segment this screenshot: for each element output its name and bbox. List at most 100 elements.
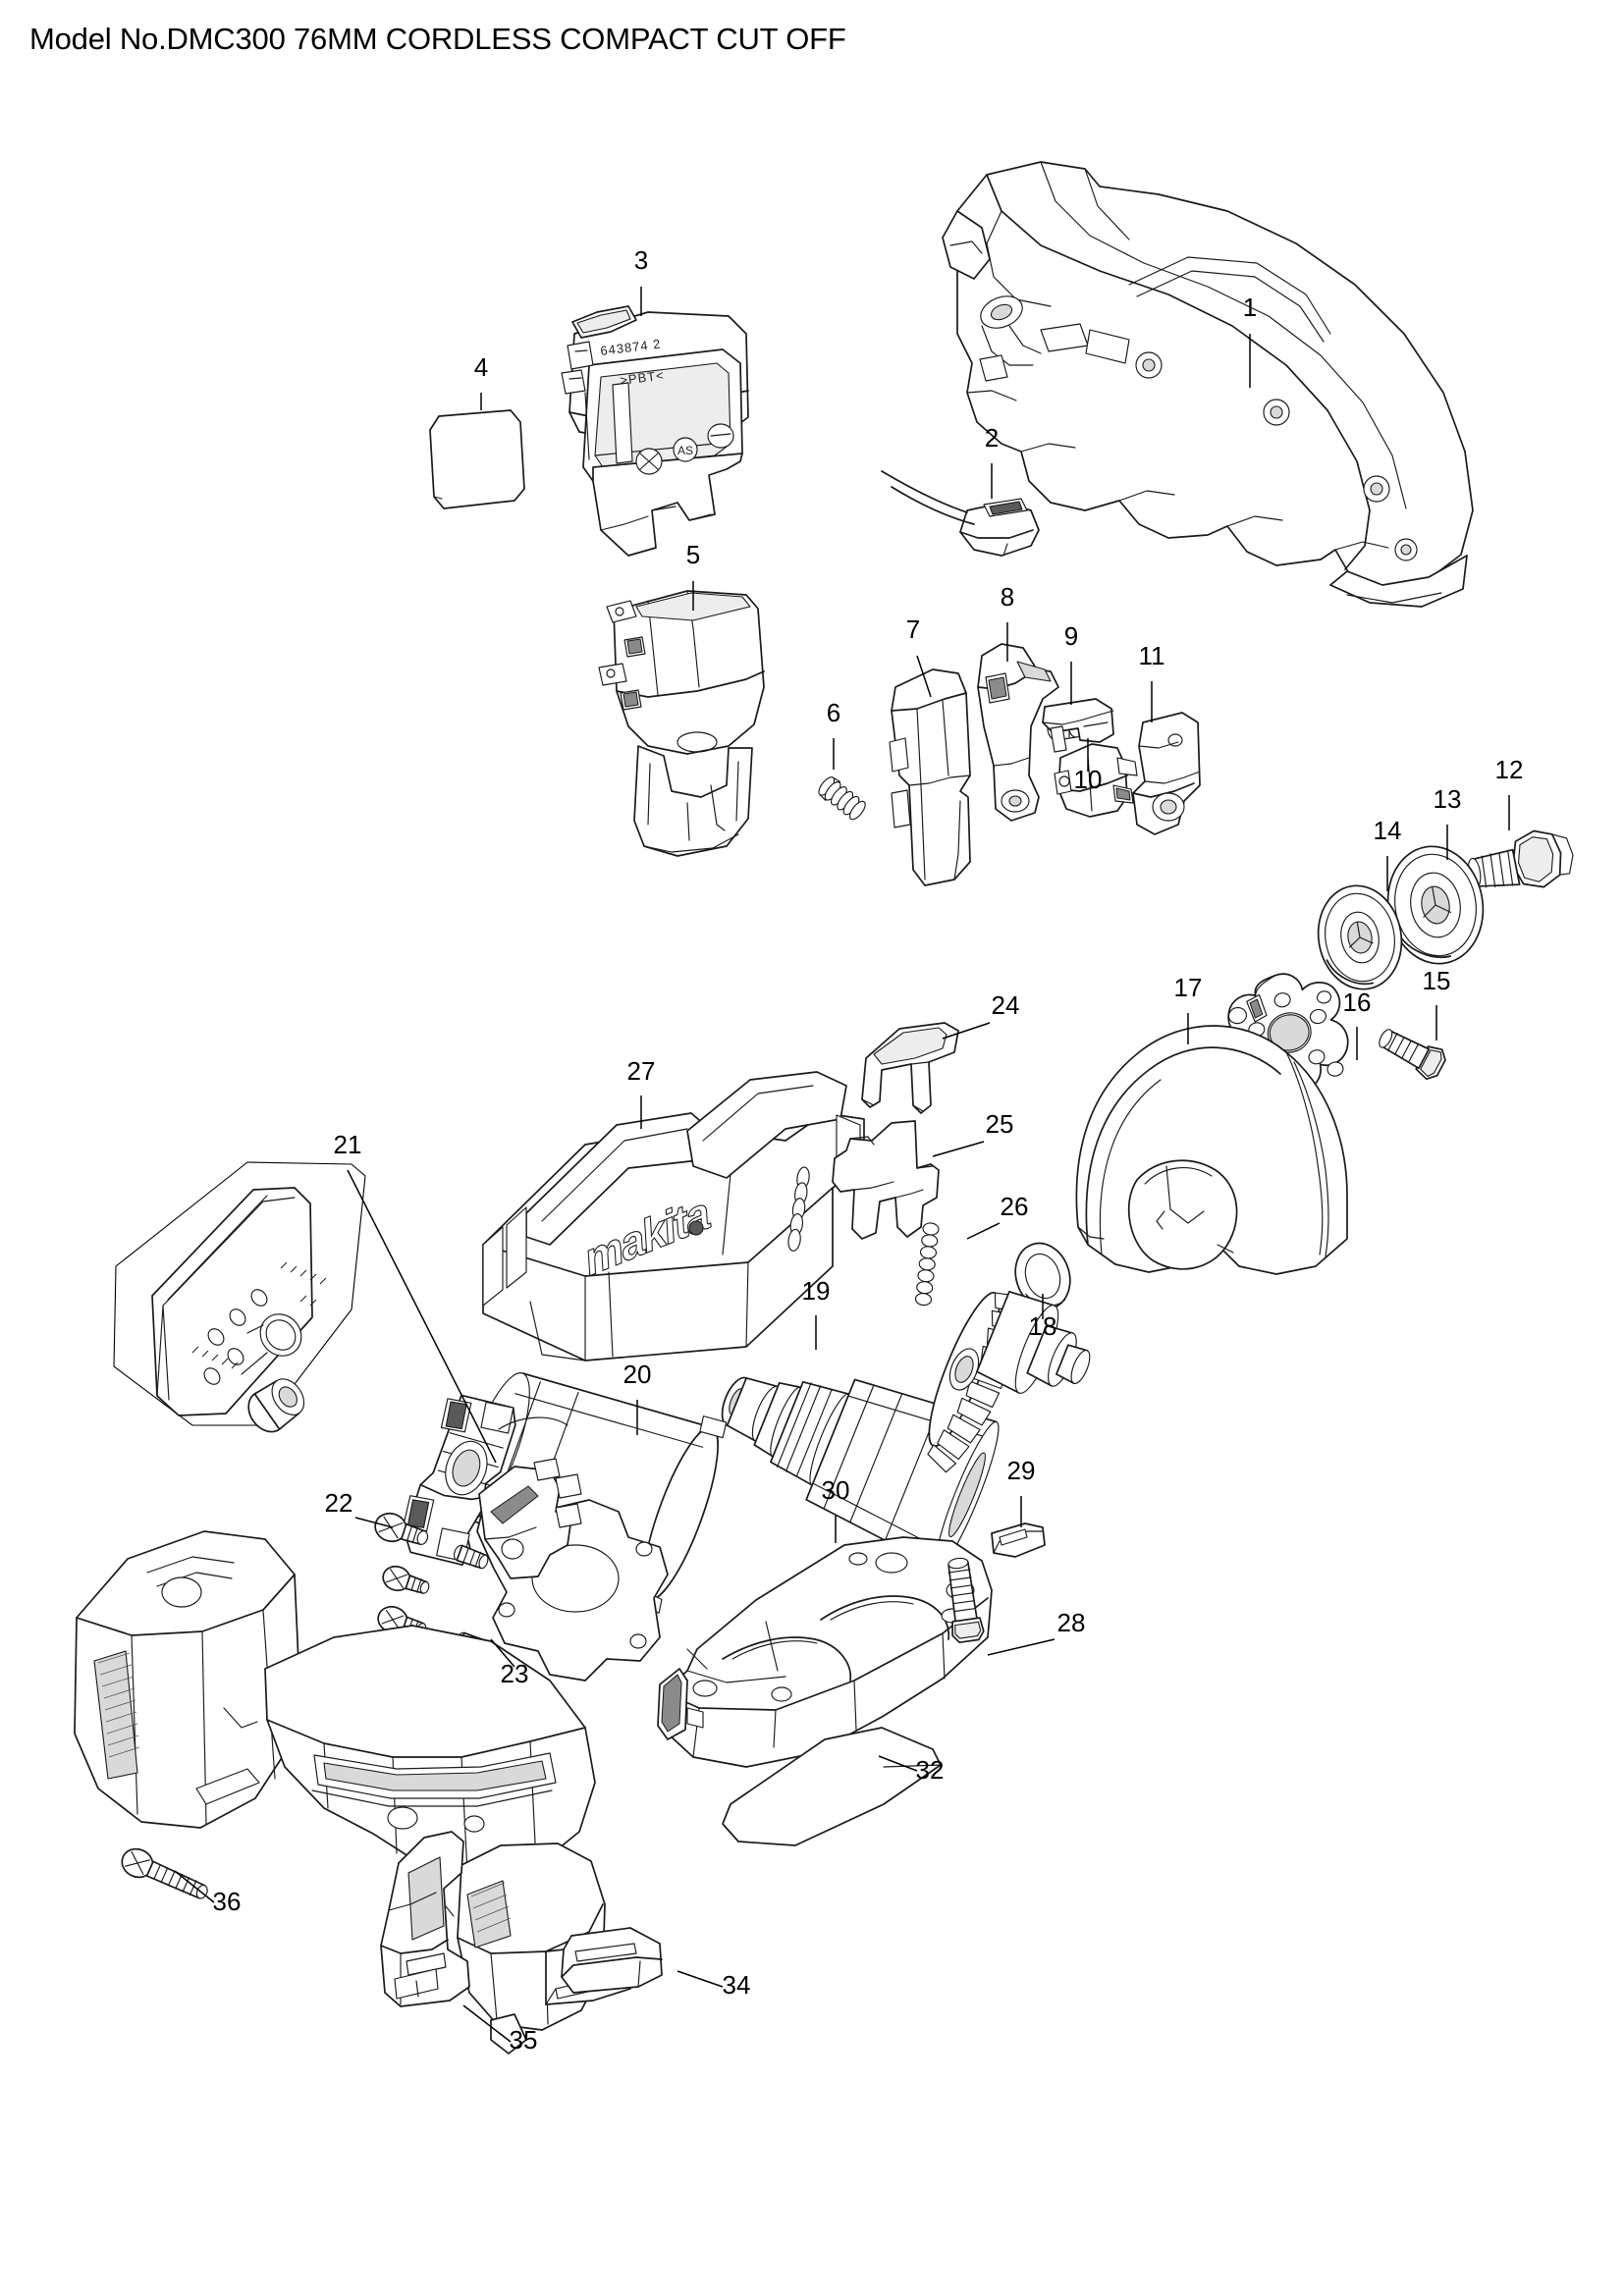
callout-19: 19 (802, 1276, 831, 1350)
callout-number-8: 8 (1001, 582, 1014, 612)
part-29-retaining-clip (991, 1522, 1046, 1558)
leader-line-26 (966, 1222, 1001, 1240)
callout-number-26: 26 (1001, 1192, 1029, 1221)
callout-17: 17 (1174, 973, 1203, 1044)
callout-12: 12 (1495, 755, 1524, 830)
part-24-brush-cap (861, 1022, 959, 1114)
callout-number-22: 22 (325, 1488, 353, 1518)
callout-number-27: 27 (627, 1056, 656, 1086)
part-13-outer-flange (1386, 845, 1485, 965)
callout-number-34: 34 (723, 1970, 751, 2000)
part-2-led-light-unit (881, 470, 1040, 557)
gear-mounting-plate (476, 1458, 669, 1682)
callout-layer: 1234567891011121314151617181920212223242… (174, 245, 1524, 2055)
callout-28: 28 (987, 1608, 1086, 1656)
part-32-sponge-gasket (722, 1727, 942, 1846)
leader-line-25 (932, 1141, 985, 1157)
callout-9: 9 (1064, 621, 1078, 705)
callout-16: 16 (1343, 988, 1371, 1060)
part-9-leaf-spring (1042, 698, 1114, 753)
part-27-battery-charger: makita (482, 1071, 865, 1362)
leader-line-28 (987, 1638, 1056, 1656)
leader-line-24 (942, 1022, 991, 1040)
part-36-tapping-screw (121, 1847, 208, 1899)
part-10-switch-holder (1054, 743, 1138, 818)
part-6-compression-spring (818, 776, 866, 821)
callout-number-30: 30 (822, 1475, 850, 1505)
svg-text:>PBT<: >PBT< (620, 368, 666, 388)
callout-number-10: 10 (1074, 765, 1103, 794)
callout-number-17: 17 (1174, 973, 1203, 1002)
callout-20: 20 (623, 1360, 651, 1435)
part-34-battery-rail-protector (561, 1927, 663, 1994)
callout-5: 5 (686, 540, 700, 611)
svg-text:AS: AS (677, 444, 693, 457)
callout-3: 3 (634, 245, 648, 316)
part-5-motor-housing-cover (598, 590, 765, 857)
callout-30: 30 (822, 1475, 850, 1543)
callout-23: 23 (490, 1638, 529, 1688)
callout-27: 27 (627, 1056, 656, 1129)
callout-number-5: 5 (686, 540, 700, 569)
part-19-armature (721, 1290, 1091, 1569)
part-26-brush-spring (914, 1222, 940, 1307)
callout-number-4: 4 (474, 352, 488, 382)
callout-number-15: 15 (1423, 966, 1451, 995)
callout-6: 6 (827, 698, 840, 770)
callout-number-35: 35 (510, 2025, 538, 2055)
callout-21: 21 (334, 1130, 497, 1464)
callout-number-6: 6 (827, 698, 840, 727)
callout-number-9: 9 (1064, 621, 1078, 651)
callout-32: 32 (878, 1755, 944, 1785)
leader-line-36 (174, 1870, 215, 1903)
callout-number-2: 2 (985, 423, 999, 453)
callout-number-28: 28 (1057, 1608, 1086, 1637)
switch-material-code-label: >PBT< (620, 368, 666, 388)
callout-10: 10 (1074, 738, 1103, 794)
callout-36: 36 (174, 1870, 241, 1916)
callout-13: 13 (1434, 784, 1461, 860)
callout-number-12: 12 (1495, 755, 1524, 784)
part-28-pan-head-screw-long (947, 1557, 985, 1644)
callout-number-19: 19 (802, 1276, 831, 1306)
callout-number-24: 24 (992, 990, 1020, 1020)
callout-number-11: 11 (1139, 641, 1165, 670)
leader-line-22 (354, 1517, 394, 1528)
callout-34: 34 (677, 1970, 750, 2000)
part-15-pan-head-screw (1379, 1029, 1446, 1081)
part-11-lever-bracket (1132, 712, 1201, 835)
callout-26: 26 (966, 1192, 1029, 1240)
callout-number-25: 25 (986, 1109, 1014, 1139)
leader-line-21 (347, 1169, 497, 1464)
callout-number-7: 7 (906, 614, 920, 644)
callout-18: 18 (1029, 1294, 1057, 1341)
leader-line-23 (490, 1638, 515, 1668)
callout-8: 8 (1001, 582, 1014, 662)
callout-number-29: 29 (1007, 1456, 1036, 1485)
part-14-inner-flange (1317, 884, 1403, 990)
callout-7: 7 (906, 614, 932, 698)
callout-1: 1 (1243, 293, 1257, 388)
part-18-seal-ring (1014, 1242, 1071, 1310)
part-4-switch-plate (429, 409, 525, 509)
callout-number-18: 18 (1029, 1311, 1057, 1341)
callout-11: 11 (1139, 641, 1165, 722)
part-25-brush-holder (787, 1120, 940, 1252)
leader-line-7 (916, 655, 932, 698)
part-30-gear-housing (657, 1536, 993, 1768)
leader-line-35 (462, 2004, 512, 2043)
part-1-housing-set (942, 161, 1474, 608)
callout-number-21: 21 (334, 1130, 362, 1159)
callout-15: 15 (1423, 966, 1451, 1041)
callout-29: 29 (1007, 1456, 1036, 1527)
callout-35: 35 (462, 2004, 538, 2055)
part-35-rubber-protector (380, 1831, 470, 2007)
callout-number-23: 23 (501, 1659, 529, 1688)
leader-line-32 (878, 1755, 918, 1772)
leader-line-34 (677, 1970, 724, 1988)
part-17-blade-guard (1075, 1025, 1348, 1275)
callout-22: 22 (325, 1488, 394, 1528)
callout-number-1: 1 (1243, 293, 1257, 322)
